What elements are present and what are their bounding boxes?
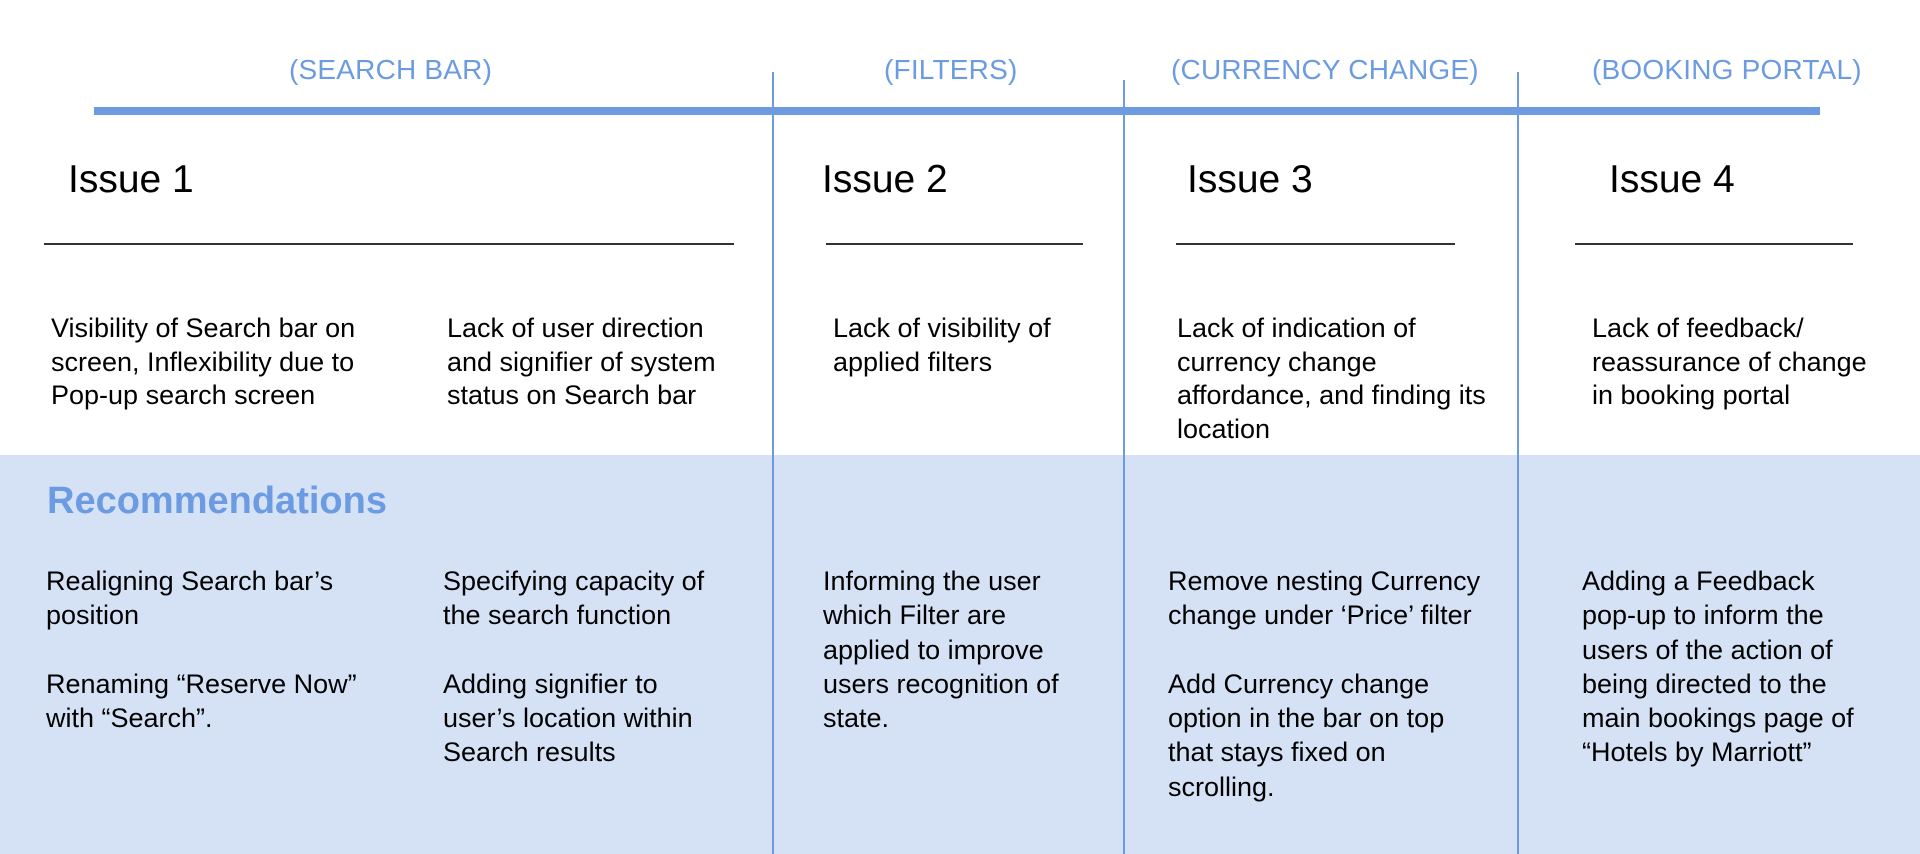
recommendation-search-bar-a: Realigning Search bar’s position Renamin… [46, 566, 357, 734]
issue-4-title: Issue 4 [1609, 158, 1735, 201]
category-booking-portal: (BOOKING PORTAL) [1592, 54, 1862, 85]
issue-1-description-a: Visibility of Search bar on screen, Infl… [51, 313, 356, 410]
issue-3-description: Lack of indication of currency change af… [1177, 313, 1486, 444]
issue-2-title: Issue 2 [822, 158, 948, 201]
issue-2-description: Lack of visibility of applied filters [833, 313, 1051, 377]
recommendation-search-bar-b: Specifying capacity of the search functi… [443, 566, 705, 768]
issue-1-title: Issue 1 [68, 158, 194, 201]
issue-2-rule [826, 243, 1083, 245]
column-divider-2 [1123, 80, 1125, 854]
recommendation-currency-change: Remove nesting Currency change under ‘Pr… [1168, 566, 1481, 802]
column-divider-1 [772, 72, 774, 854]
issue-1-description-b: Lack of user direction and signifier of … [447, 313, 716, 410]
issue-3-title: Issue 3 [1187, 158, 1313, 201]
issue-1-rule [44, 243, 734, 245]
recommendation-filters: Informing the user which Filter are appl… [823, 566, 1059, 734]
recommendation-booking-portal: Adding a Feedback pop-up to inform the u… [1582, 566, 1854, 768]
issue-4-description: Lack of feedback/ reassurance of change … [1592, 313, 1867, 410]
category-currency-change: (CURRENCY CHANGE) [1171, 54, 1479, 85]
header-rule [94, 107, 1820, 115]
category-filters: (FILTERS) [884, 54, 1018, 85]
issue-4-rule [1575, 243, 1853, 245]
recommendations-band [0, 455, 1920, 854]
recommendations-heading: Recommendations [47, 480, 387, 522]
category-search-bar: (SEARCH BAR) [289, 54, 493, 85]
column-divider-3 [1517, 72, 1519, 854]
issue-3-rule [1176, 243, 1455, 245]
